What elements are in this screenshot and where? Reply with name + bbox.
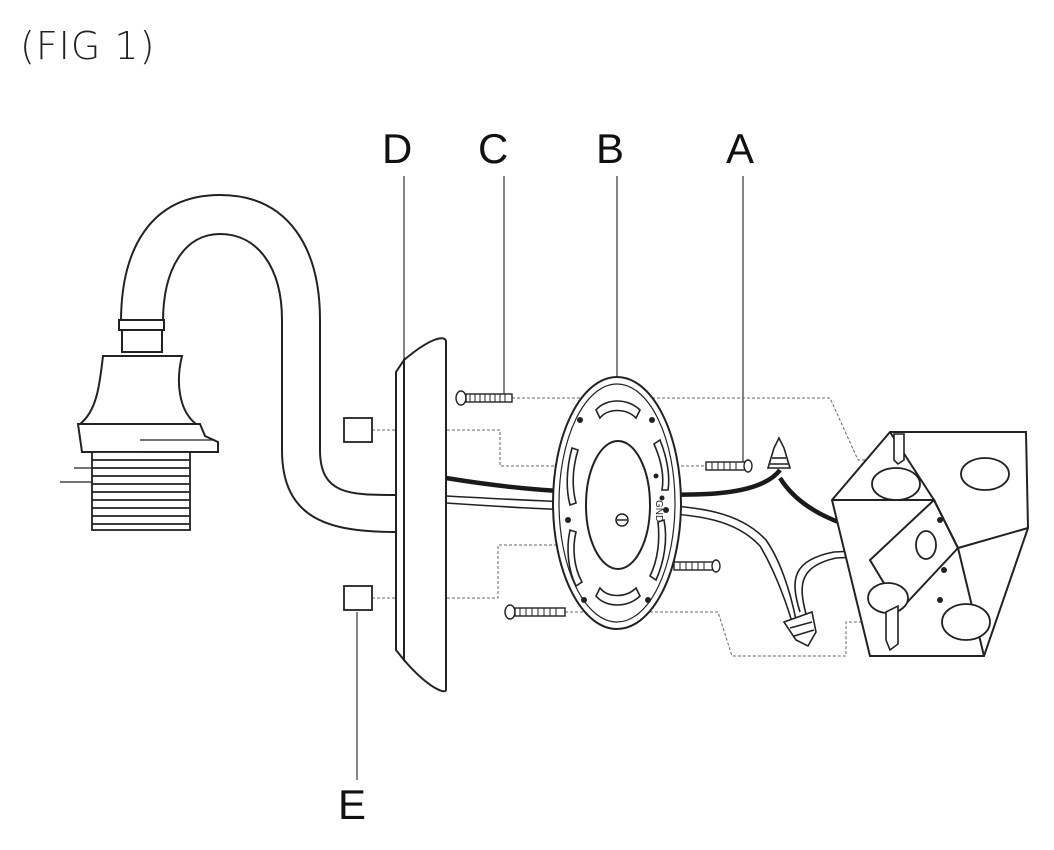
bracket-inner-edge [558, 383, 676, 623]
arm-inner-edge [162, 232, 397, 533]
plate-marking-gnd: GND [653, 500, 664, 522]
junction-box-front-corner [957, 547, 985, 657]
bracket-slot-right-lower [648, 518, 667, 582]
white-wire-neutral-a [445, 495, 797, 621]
bracket-slot-top [595, 400, 641, 420]
wall-backplate [395, 337, 447, 693]
guide-line-bottom-screw [565, 611, 890, 657]
bracket-slot-left-upper [566, 446, 579, 507]
decorative-nut-upper [343, 417, 373, 443]
socket-thread [91, 451, 191, 531]
junction-box [830, 431, 1030, 657]
mounting-bracket: GND [552, 376, 682, 630]
wire-nut-top [766, 436, 792, 469]
bracket-slot-left-lower [567, 528, 584, 588]
gooseneck-arm [118, 193, 397, 533]
callout-label-c: C [478, 125, 509, 172]
mounting-screw-bottom [504, 604, 566, 620]
bracket-slot-bottom [595, 586, 641, 606]
supply-neutral-b [801, 553, 919, 615]
figure-title: (FIG 1) [20, 24, 156, 68]
screws [455, 390, 753, 620]
bracket-screw-upper [705, 459, 753, 473]
callout-label-b: B [596, 125, 625, 172]
arm-neck [121, 329, 163, 353]
backplate-dome [403, 337, 447, 693]
supply-neutral-a [794, 547, 919, 613]
ground-screw [615, 513, 629, 527]
decorative-nuts [343, 417, 373, 611]
callout-label-d: D [382, 125, 413, 172]
knockouts [867, 457, 1010, 641]
arm-outer-edge [120, 193, 397, 496]
backplate-edge [395, 356, 405, 663]
white-wire-neutral-b [445, 502, 793, 623]
box-ear-top [893, 433, 905, 466]
bracket-holes [565, 417, 669, 603]
wire-nut-bottom [782, 610, 817, 648]
socket-cup [77, 355, 199, 425]
box-holes [937, 517, 947, 603]
bracket-slots [566, 400, 670, 606]
callout-label-a: A [726, 125, 755, 172]
decorative-nut-lower [343, 585, 373, 611]
box-mounting-ears [885, 433, 905, 652]
bracket-slot-right-upper [652, 438, 670, 491]
wire-nuts [766, 436, 817, 648]
lamp-socket [60, 355, 219, 531]
callout-label-e: E [338, 781, 367, 828]
bracket-screw-lower [673, 559, 721, 573]
bracket-center-hole [585, 440, 651, 570]
box-ear-bottom [885, 604, 899, 652]
socket-rim [76, 423, 219, 453]
callout-leader-lines [356, 176, 744, 780]
mounting-screw-top [455, 390, 513, 406]
socket-side-marks [60, 439, 215, 483]
guide-line-top-screw [512, 397, 895, 461]
arm-collar [118, 319, 165, 331]
